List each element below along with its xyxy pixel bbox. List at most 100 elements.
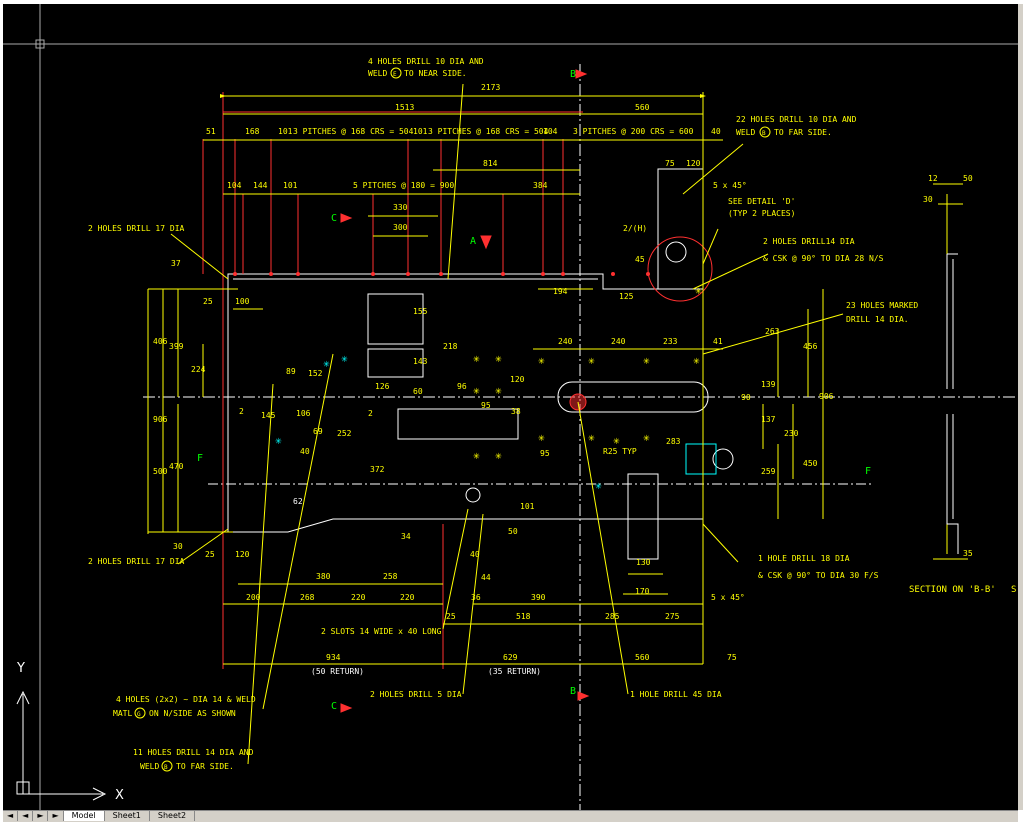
section-marker-c-top: C — [331, 213, 337, 224]
dim-3-pitches-200: 3 PITCHES @ 200 CRS = 600 — [573, 127, 694, 136]
dim-120-b: 120 — [510, 375, 525, 384]
dim-406: 406 — [153, 337, 168, 346]
dim-45: 45 — [635, 255, 645, 264]
tab-nav-next-icon[interactable]: ► — [33, 811, 49, 821]
return-35: (35 RETURN) — [488, 667, 541, 676]
dim-170: 170 — [635, 587, 650, 596]
svg-text:✳: ✳ — [495, 449, 502, 462]
tab-nav-last-icon[interactable]: ► — [48, 811, 64, 821]
dim-259: 259 — [761, 467, 776, 476]
dim-25-b: 25 — [205, 550, 215, 559]
svg-text:✳: ✳ — [495, 352, 502, 365]
weld-ref-g: G — [137, 711, 141, 718]
note-1-hole-18-line1: 1 HOLE DRILL 18 DIA — [758, 554, 850, 563]
note-2-slots: 2 SLOTS 14 WIDE x 40 LONG — [321, 627, 442, 636]
weld-ref-circle-b1 — [759, 126, 771, 138]
dim-101-c: 101 — [283, 181, 298, 190]
section-dim-30: 30 — [923, 195, 933, 204]
note-typ-2-places: (TYP 2 PLACES) — [728, 209, 795, 218]
svg-text:✳: ✳ — [473, 449, 480, 462]
note-22-holes-line2: TO FAR SIDE. — [774, 128, 832, 137]
dim-224: 224 — [191, 365, 206, 374]
pickbox-cursor — [35, 39, 45, 49]
dim-36: 36 — [471, 593, 481, 602]
dim-40: 40 — [711, 127, 721, 136]
dim-252: 252 — [337, 429, 352, 438]
dim-145: 145 — [261, 411, 276, 420]
dim-268: 268 — [300, 593, 315, 602]
dim-125: 125 — [619, 292, 634, 301]
inner-rect — [397, 408, 519, 440]
dim-814: 814 — [483, 159, 498, 168]
dim-906-left: 906 — [153, 415, 168, 424]
weld-ref-circle — [390, 67, 402, 79]
note-4-holes-2x2-line2: ON N/SIDE AS SHOWN — [149, 709, 236, 718]
dim-258: 258 — [383, 572, 398, 581]
cutout-rect-1 — [367, 293, 424, 345]
section-marker-f-left: F — [197, 453, 203, 464]
detail-d-circle — [647, 236, 713, 302]
note-see-detail: SEE DETAIL 'D' — [728, 197, 795, 206]
dim-263: 263 — [765, 327, 780, 336]
svg-text:✳: ✳ — [323, 357, 330, 370]
dim-230: 230 — [784, 429, 799, 438]
tab-sheet2[interactable]: Sheet2 — [150, 811, 196, 821]
note-1-hole-18-line2: & CSK @ 90° TO DIA 30 F/S — [758, 571, 879, 580]
weld-ref-b1: B — [762, 130, 766, 137]
tab-nav-first-icon[interactable]: ◄ — [3, 811, 19, 821]
dim-220-a: 220 — [351, 593, 366, 602]
note-22-holes-line1: 22 HOLES DRILL 10 DIA AND — [736, 115, 857, 124]
svg-text:✳: ✳ — [695, 284, 702, 297]
dim-38: 38 — [511, 407, 521, 416]
tab-nav-prev-icon[interactable]: ◄ — [18, 811, 34, 821]
weld-ref-e: E — [393, 71, 397, 78]
dim-101-b: 101 — [413, 127, 428, 136]
slot-outline — [557, 381, 709, 413]
dim-629: 629 — [503, 653, 518, 662]
dim-194: 194 — [553, 287, 568, 296]
weld-ref-circle-g — [134, 707, 146, 719]
note-4-holes-line2: TO NEAR SIDE. — [404, 69, 467, 78]
dim-144: 144 — [253, 181, 268, 190]
note-2-holes-14-line1: 2 HOLES DRILL14 DIA — [763, 237, 855, 246]
note-4-holes-2x2-line1: 4 HOLES (2x2) ~ DIA 14 & WELD — [116, 695, 256, 704]
dim-101-d: 101 — [520, 502, 535, 511]
ucs-y-label: Y — [16, 661, 25, 676]
svg-text:✳: ✳ — [495, 384, 502, 397]
cad-drawing-viewport[interactable]: ✳✳✳ ✳✳✳ ✳✳✳ ✳✳✳ ✳✳✳ ✳✳✳✳ B B C C A F F 2… — [3, 4, 1018, 816]
chamfer-5x45-top: 5 x 45° — [713, 181, 747, 190]
dim-75-b: 75 — [727, 653, 737, 662]
dim-390: 390 — [531, 593, 546, 602]
dim-104-b: 104 — [227, 181, 242, 190]
section-marker-c-bottom: C — [331, 701, 337, 712]
dim-104: 104 — [543, 127, 558, 136]
dim-372: 372 — [370, 465, 385, 474]
ucs-x-label: X — [115, 788, 124, 803]
dim-37: 37 — [171, 259, 181, 268]
svg-text:✳: ✳ — [538, 431, 545, 444]
section-title-edge: S — [1011, 585, 1016, 595]
note-4-holes-line1: 4 HOLES DRILL 10 DIA AND — [368, 57, 484, 66]
cyan-weld-box — [685, 443, 717, 475]
svg-text:✳: ✳ — [341, 352, 348, 365]
tab-sheet1[interactable]: Sheet1 — [105, 811, 150, 821]
section-marker-a: A — [470, 236, 476, 247]
dim-450: 450 — [803, 459, 818, 468]
dim-2-b: 2 — [368, 409, 373, 418]
vertical-scrollbar[interactable] — [1018, 4, 1023, 810]
dim-30: 30 — [173, 542, 183, 551]
dim-906-right: 906 — [819, 392, 834, 401]
dim-5-pitches-180: 5 PITCHES @ 180 = 900 — [353, 181, 454, 190]
dim-120: 120 — [686, 159, 701, 168]
return-50: (50 RETURN) — [311, 667, 364, 676]
note-11-holes-line1: 11 HOLES DRILL 14 DIA AND — [133, 748, 254, 757]
dim-126: 126 — [375, 382, 390, 391]
dim-75: 75 — [665, 159, 675, 168]
dim-100: 100 — [235, 297, 250, 306]
cad-drawing-canvas[interactable]: ✳✳✳ ✳✳✳ ✳✳✳ ✳✳✳ ✳✳✳ ✳✳✳✳ — [3, 4, 1018, 816]
svg-text:✳: ✳ — [588, 354, 595, 367]
section-dim-50: 50 — [963, 174, 973, 183]
svg-text:✳: ✳ — [595, 479, 602, 492]
dim-283: 283 — [666, 437, 681, 446]
tab-model[interactable]: Model — [63, 811, 105, 821]
